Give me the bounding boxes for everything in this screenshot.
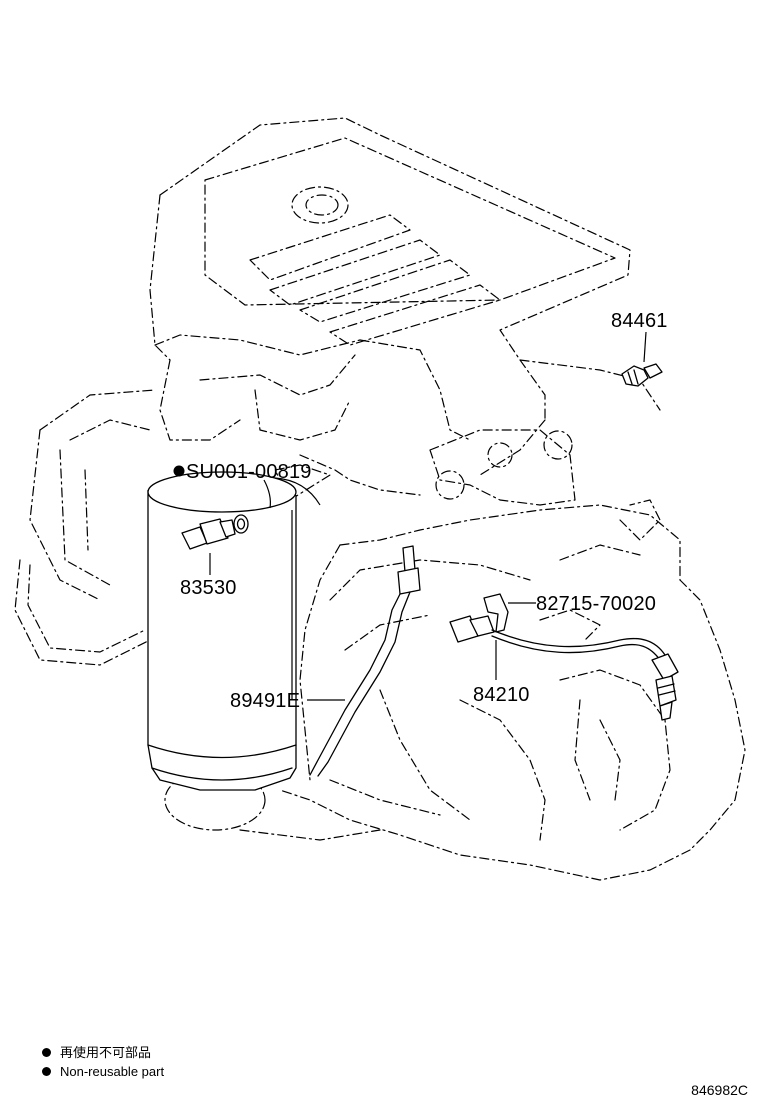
callout-82715-70020: 82715-70020 xyxy=(536,593,656,615)
bullet-icon xyxy=(42,1048,51,1057)
legend-english: Non-reusable part xyxy=(60,1064,165,1079)
oil-pressure-switch xyxy=(181,514,249,550)
callout-su001-00819: SU001-00819 xyxy=(186,461,312,483)
sensor-84461 xyxy=(621,363,663,387)
switch-harness xyxy=(449,593,679,721)
bullet-icon xyxy=(42,1067,51,1076)
callout-84210: 84210 xyxy=(473,684,530,706)
engine-outline xyxy=(14,117,661,666)
callout-84461: 84461 xyxy=(611,310,668,332)
oil-filter xyxy=(147,471,297,791)
leader-lines xyxy=(209,331,647,701)
legend-japanese: 再使用不可部品 xyxy=(60,1045,152,1060)
legend-row-english: Non-reusable part xyxy=(42,1062,164,1081)
callout-83530: 83530 xyxy=(180,577,237,599)
legend-row-japanese: 再使用不可部品 xyxy=(42,1043,164,1062)
callout-labels: 84461 SU001-00819 83530 82715-70020 8949… xyxy=(173,310,668,712)
callout-89491e: 89491E xyxy=(230,690,300,712)
legend: 再使用不可部品 Non-reusable part xyxy=(42,1043,164,1081)
non-reusable-mark xyxy=(173,465,185,477)
oil-level-gauge xyxy=(309,545,421,777)
diagram-id: 846982C xyxy=(691,1082,748,1098)
